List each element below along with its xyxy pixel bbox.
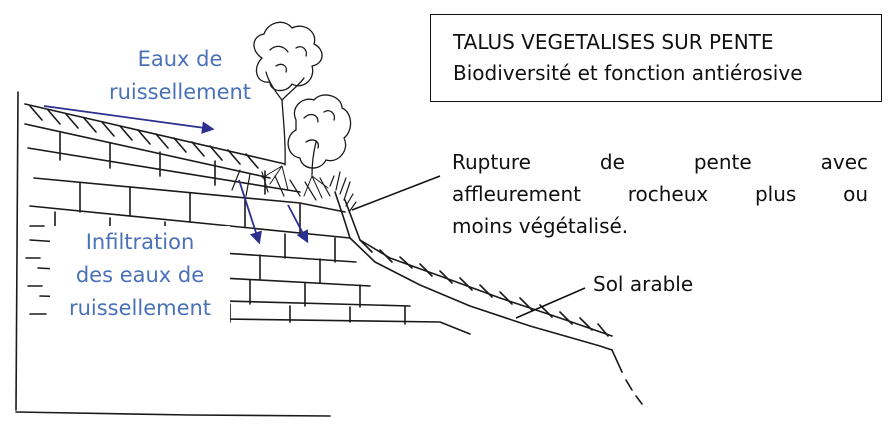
slope-break-note-line-2: affleurement rocheux plus ou: [452, 178, 868, 210]
ground-baseline: [16, 412, 330, 416]
runoff-label: Eaux de ruissellement: [95, 43, 265, 109]
slope-break-note-line-1: Rupture de pente avec: [452, 146, 868, 178]
left-boundary-line: [16, 92, 18, 410]
infiltration-label-line-3: ruissellement: [50, 292, 230, 325]
title-box: TALUS VEGETALISES SUR PENTE Biodiversité…: [430, 14, 882, 102]
title-line-2: Biodiversité et fonction antiérosive: [453, 58, 881, 89]
title-line-1: TALUS VEGETALISES SUR PENTE: [453, 27, 881, 58]
roots: [262, 166, 328, 198]
upper-soil-band: [25, 104, 285, 178]
infiltration-arrow-1: [239, 180, 259, 242]
break-leader-line: [352, 176, 440, 210]
infiltration-label-line-2: des eaux de: [50, 259, 230, 292]
soil-label: Sol arable: [593, 268, 693, 300]
slope-break-note: Rupture de pente avec affleurement roche…: [452, 146, 868, 242]
slope-break-note-line-3: moins végétalisé.: [452, 210, 868, 242]
soil-leader-line: [516, 288, 585, 318]
runoff-label-line-1: Eaux de: [95, 43, 265, 76]
runoff-label-line-2: ruissellement: [95, 76, 265, 109]
infiltration-arrow-2: [288, 205, 307, 241]
tree-shrub: [288, 95, 350, 175]
infiltration-label-line-1: Infiltration: [50, 226, 230, 259]
infiltration-label: Infiltration des eaux de ruissellement: [50, 226, 230, 325]
